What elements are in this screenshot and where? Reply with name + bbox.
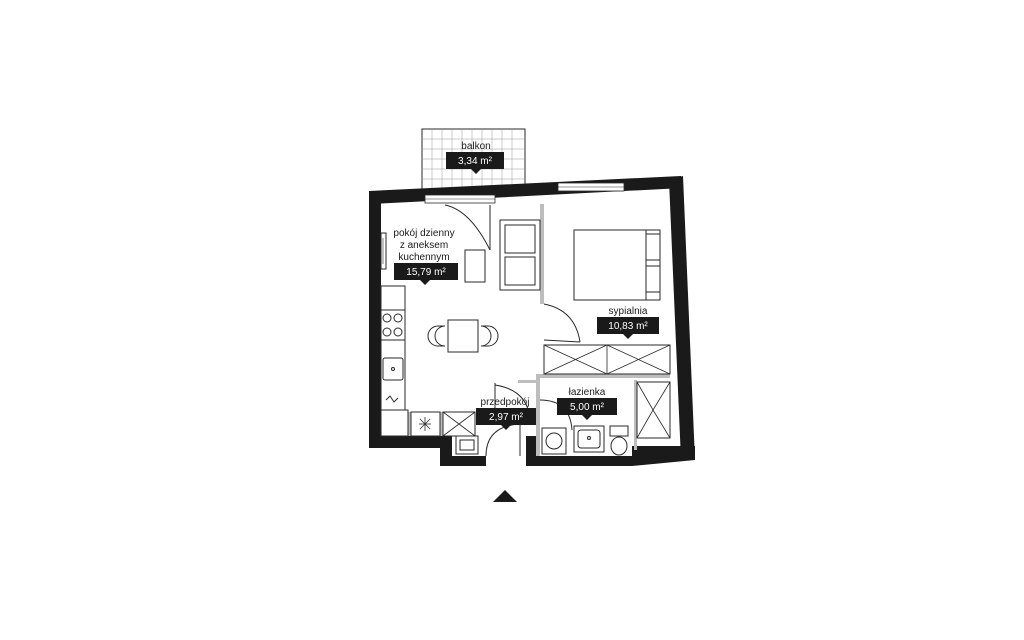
room-label-przedpokoj: przedpokój 2,97 m² xyxy=(476,397,536,430)
kitchen xyxy=(380,285,409,437)
room-name-living-line1: pokój dzienny xyxy=(393,228,454,239)
room-name-lazienka: łazienka xyxy=(569,387,606,398)
triangle-up-icon xyxy=(493,490,517,502)
area-badge-balkon: 3,34 m² xyxy=(446,152,504,174)
bathroom-fixtures xyxy=(541,381,671,456)
room-name-living-line2: z aneksem xyxy=(400,240,448,251)
windows xyxy=(424,182,625,204)
bedroom-furniture xyxy=(543,229,671,375)
room-label-lazienka: łazienka 5,00 m² xyxy=(557,387,617,420)
area-badge-sypialnia: 10,83 m² xyxy=(597,317,659,339)
room-name-balkon: balkon xyxy=(461,141,490,152)
room-label-balkon: balkon 3,34 m² xyxy=(446,141,504,174)
area-badge-living: 15,79 m² xyxy=(394,263,458,285)
room-name-przedpokoj: przedpokój xyxy=(481,397,530,408)
area-balkon: 3,34 m² xyxy=(458,156,493,167)
balcony xyxy=(421,128,526,194)
area-badge-lazienka: 5,00 m² xyxy=(557,398,617,420)
area-badge-przedpokoj: 2,97 m² xyxy=(476,408,536,430)
area-living: 15,79 m² xyxy=(406,267,446,278)
room-name-sypialnia: sypialnia xyxy=(609,306,648,317)
room-name-living-line3: kuchennym xyxy=(398,252,449,263)
area-przedpokoj: 2,97 m² xyxy=(489,412,524,423)
partitions xyxy=(408,204,670,456)
room-label-living: pokój dzienny z aneksem kuchennym 15,79 … xyxy=(393,228,458,285)
living-furniture xyxy=(380,219,541,353)
area-lazienka: 5,00 m² xyxy=(570,402,605,413)
hallway-closets xyxy=(410,411,479,455)
area-sypialnia: 10,83 m² xyxy=(608,321,648,332)
room-label-sypialnia: sypialnia 10,83 m² xyxy=(597,306,659,339)
